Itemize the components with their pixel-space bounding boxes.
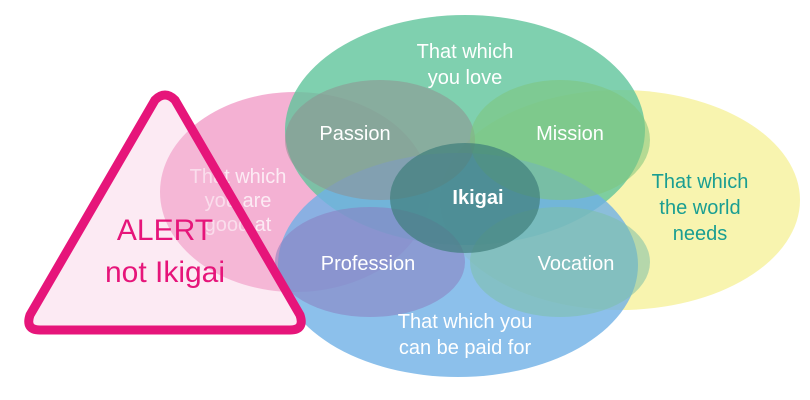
- paid-for-label-2: can be paid for: [399, 337, 532, 359]
- ikigai-label: Ikigai: [452, 187, 503, 209]
- alert-label-1: ALERT: [117, 214, 213, 247]
- vocation-label: Vocation: [538, 253, 615, 275]
- center-shade: [390, 143, 540, 253]
- world-needs-label-3: needs: [673, 223, 728, 245]
- mission-label: Mission: [536, 123, 604, 145]
- love-label-1: That which: [417, 41, 514, 63]
- profession-label: Profession: [321, 253, 416, 275]
- alert-label-2: not Ikigai: [105, 256, 225, 289]
- world-needs-label-1: That which: [652, 171, 749, 193]
- alert-triangle: [24, 90, 306, 335]
- paid-for-label-1: That which you: [398, 311, 533, 333]
- world-needs-label-2: the world: [659, 197, 740, 219]
- passion-label: Passion: [319, 123, 390, 145]
- love-label-2: you love: [428, 67, 503, 89]
